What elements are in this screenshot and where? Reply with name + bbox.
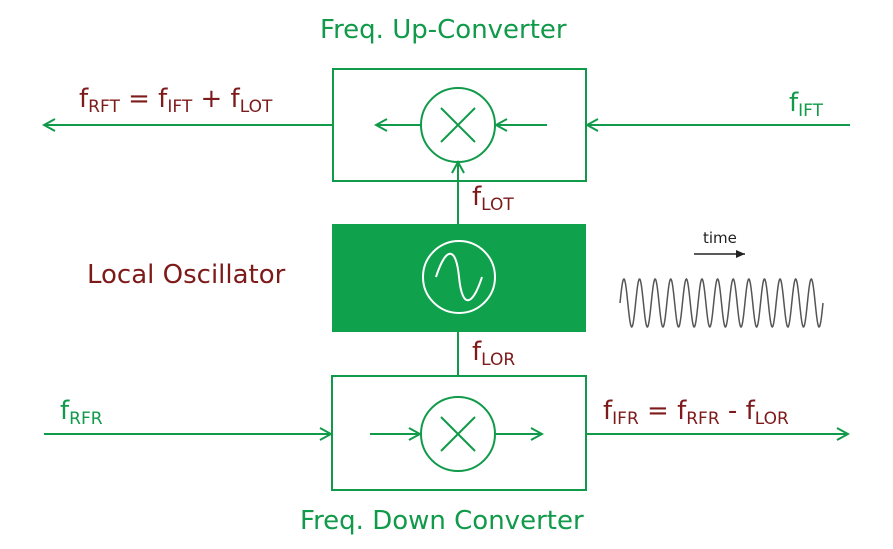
up-converter-input-label: fIFT <box>789 88 824 121</box>
local-oscillator-title: Local Oscillator <box>87 260 286 290</box>
mixer-x-icon <box>420 87 496 163</box>
down-converter-input-label: fRFR <box>60 396 103 429</box>
time-axis-label: time <box>703 229 737 247</box>
sine-circle-icon <box>422 240 496 314</box>
down-converter-output-equation: fIFR = fRFR - fLOR <box>603 396 789 429</box>
up-converter-output-equation: fRFT = fIFT + fLOT <box>79 84 273 117</box>
mixer-x-icon <box>420 396 496 472</box>
lo-down-output-label: fLOR <box>472 337 516 370</box>
lo-up-output-label: fLOT <box>472 182 514 215</box>
oscillation-waveform <box>619 277 824 329</box>
down-converter-title: Freq. Down Converter <box>300 506 584 536</box>
up-converter-title: Freq. Up-Converter <box>320 15 567 45</box>
